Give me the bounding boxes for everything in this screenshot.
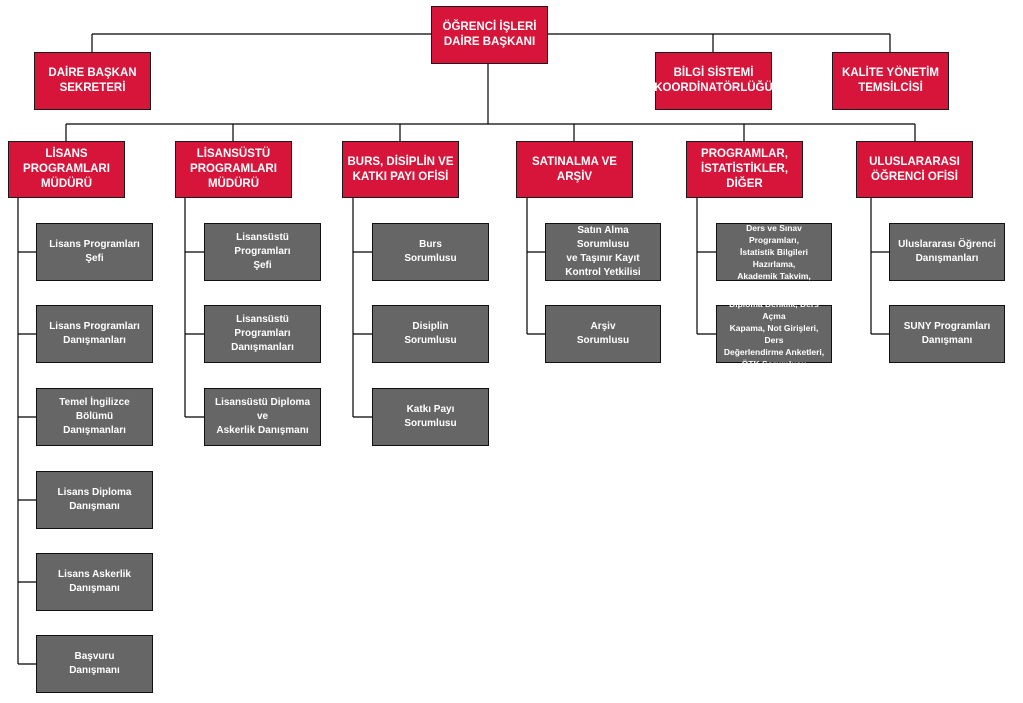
unit-label: Başvuru Danışmanı	[69, 651, 120, 676]
unit-label: Arşiv Sorumlusu	[576, 321, 630, 346]
dept-lisansustu-box: LİSANSÜSTÜ PROGRAMLARI MÜDÜRÜ	[175, 141, 292, 198]
dept-label: ULUSLARARASI ÖĞRENCİ OFİSİ	[869, 155, 960, 183]
unit-box: Ders ve Sınav Programları, İstatistik Bi…	[716, 223, 832, 281]
dept-label: SATINALMA VE ARŞİV	[532, 155, 617, 183]
unit-label: Diploma Denklik, Ders Açma Kapama, Not G…	[723, 299, 825, 369]
unit-label: Lisansüstü Programları Danışmanları	[231, 314, 294, 353]
unit-label: Lisansüstü Diploma ve Askerlik Danışmanı	[214, 397, 310, 436]
unit-box: Satın Alma Sorumlusu ve Taşınır Kayıt Ko…	[545, 223, 661, 281]
unit-box: Uluslararası Öğrenci Danışmanları	[889, 223, 1005, 281]
unit-box: Arşiv Sorumlusu	[545, 305, 661, 363]
unit-label: Burs Sorumlusu	[404, 239, 457, 264]
unit-box: Lisansüstü Programları Şefi	[204, 223, 321, 281]
unit-label: Lisans Programları Danışmanları	[49, 321, 140, 346]
dept-burs-box: BURS, DİSİPLİN VE KATKI PAYI OFİSİ	[342, 141, 459, 198]
unit-label: Lisansüstü Programları Şefi	[234, 232, 291, 271]
unit-label: Satın Alma Sorumlusu ve Taşınır Kayıt Ko…	[565, 225, 641, 278]
unit-box: Lisans Programları Şefi	[36, 223, 153, 281]
unit-box: Burs Sorumlusu	[372, 223, 489, 281]
dept-label: LİSANSÜSTÜ PROGRAMLARI MÜDÜRÜ	[190, 148, 277, 190]
top-director-box: ÖĞRENCİ İŞLERİ DAİRE BAŞKANI	[431, 6, 548, 64]
unit-box: SUNY Programları Danışmanı	[889, 305, 1005, 363]
dept-label: BURS, DİSİPLİN VE KATKI PAYI OFİSİ	[347, 155, 454, 183]
dept-lisans-box: LİSANS PROGRAMLARI MÜDÜRÜ	[8, 141, 125, 198]
staff-bilgi-box: BİLGİ SİSTEMİ KOORDİNATÖRLÜĞÜ	[654, 52, 773, 110]
unit-box: Başvuru Danışmanı	[36, 635, 153, 693]
unit-label: SUNY Programları Danışmanı	[903, 321, 991, 346]
unit-label: Uluslararası Öğrenci Danışmanları	[898, 239, 996, 264]
unit-label: Lisans Askerlik Danışmanı	[57, 569, 131, 594]
unit-box: Lisans Diploma Danışmanı	[36, 471, 153, 529]
staff-label: DAİRE BAŞKAN SEKRETERİ	[48, 67, 137, 94]
unit-box: Katkı Payı Sorumlusu	[372, 388, 489, 446]
unit-box: Disiplin Sorumlusu	[372, 305, 489, 363]
dept-uluslararasi-box: ULUSLARARASI ÖĞRENCİ OFİSİ	[856, 141, 973, 198]
unit-label: Temel İngilizce Bölümü Danışmanları	[59, 397, 130, 436]
dept-satinalma-box: SATINALMA VE ARŞİV	[516, 141, 633, 198]
unit-box: Lisansüstü Programları Danışmanları	[204, 305, 321, 363]
unit-label: Katkı Payı Sorumlusu	[404, 404, 457, 429]
unit-label: Lisans Programları Şefi	[49, 239, 140, 264]
dept-label: LİSANS PROGRAMLARI MÜDÜRÜ	[23, 148, 110, 190]
unit-box: Lisansüstü Diploma ve Askerlik Danışmanı	[204, 388, 321, 446]
dept-label: PROGRAMLAR, İSTATİSTİKLER, DİĞER	[700, 148, 789, 190]
unit-box: Lisans Askerlik Danışmanı	[36, 553, 153, 611]
staff-kalite-box: KALİTE YÖNETİM TEMSİLCİSİ	[832, 52, 949, 110]
unit-box: Diploma Denklik, Ders Açma Kapama, Not G…	[716, 299, 832, 369]
unit-box: Temel İngilizce Bölümü Danışmanları	[36, 388, 153, 446]
unit-label: Disiplin Sorumlusu	[404, 321, 457, 346]
staff-label: KALİTE YÖNETİM TEMSİLCİSİ	[842, 67, 939, 94]
top-director-label: ÖĞRENCİ İŞLERİ DAİRE BAŞKANI	[442, 21, 537, 48]
staff-sekreter-box: DAİRE BAŞKAN SEKRETERİ	[34, 52, 151, 110]
unit-label: Lisans Diploma Danışmanı	[57, 487, 132, 512]
dept-programlar-box: PROGRAMLAR, İSTATİSTİKLER, DİĞER	[686, 141, 803, 198]
unit-box: Lisans Programları Danışmanları	[36, 305, 153, 363]
staff-label: BİLGİ SİSTEMİ KOORDİNATÖRLÜĞÜ	[654, 67, 773, 94]
unit-label: Ders ve Sınav Programları, İstatistik Bi…	[737, 223, 811, 281]
